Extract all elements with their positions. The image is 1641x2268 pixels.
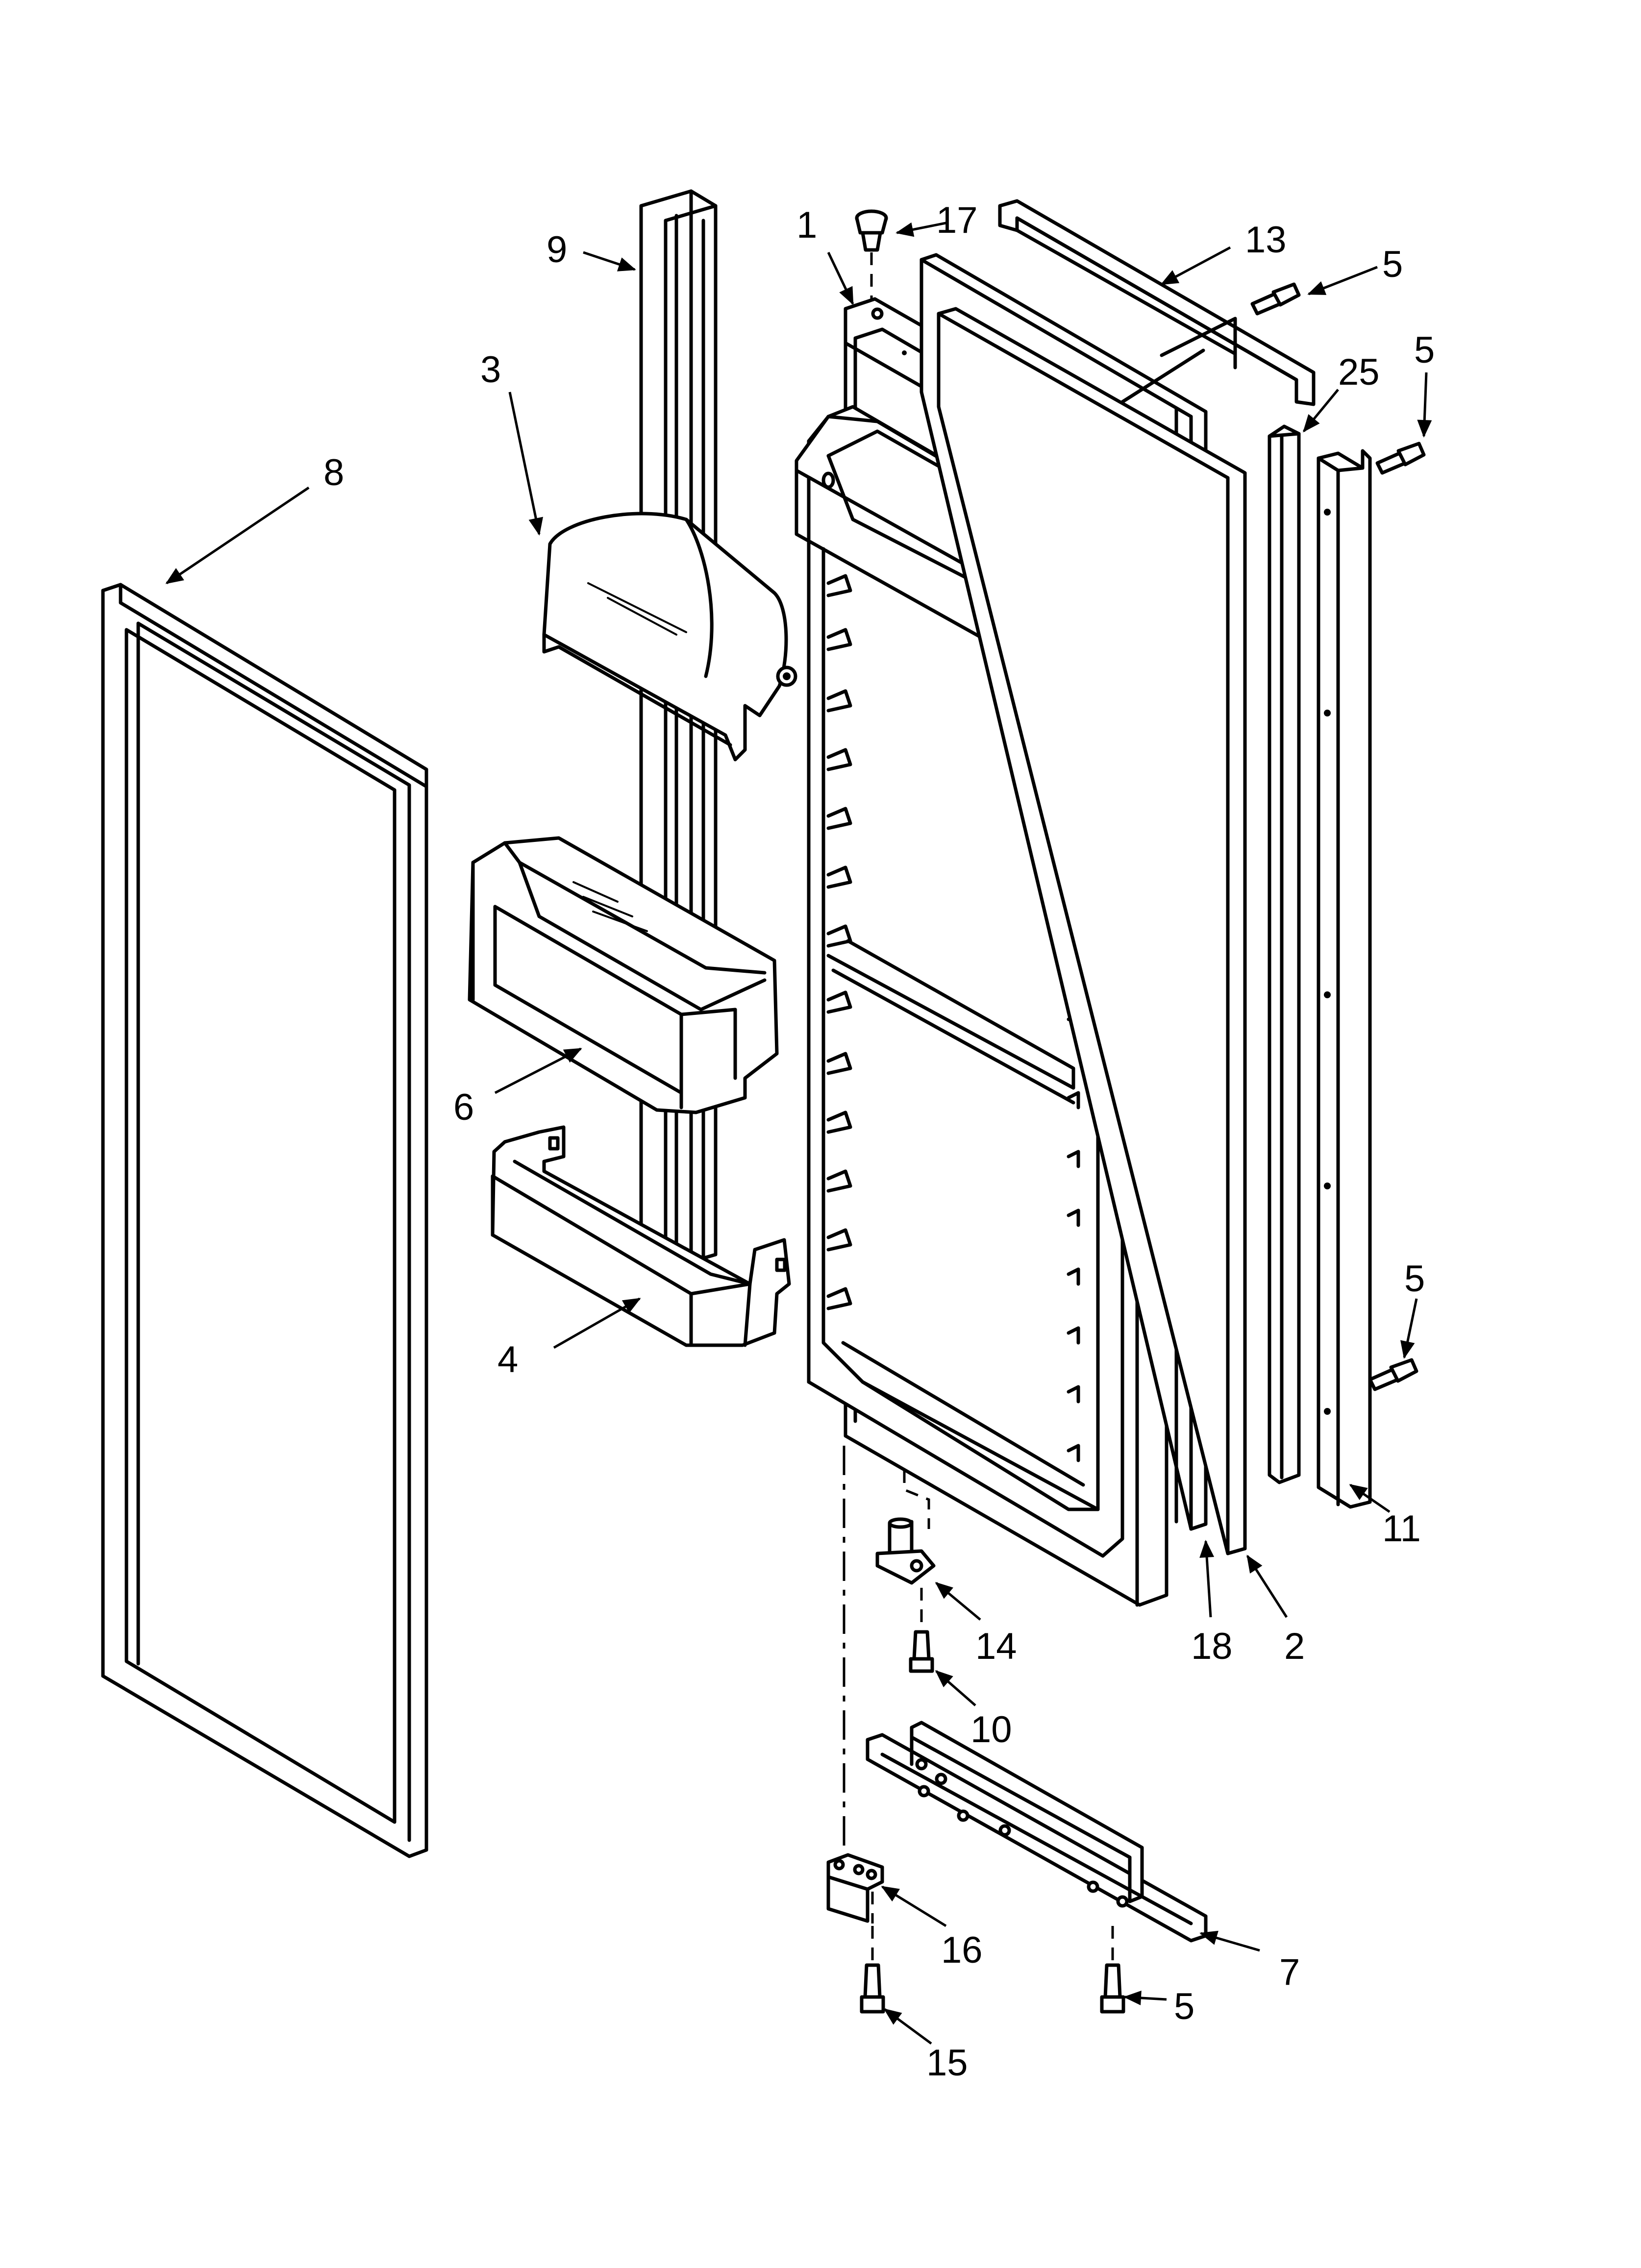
callout-1: 1	[796, 204, 817, 246]
top-channel	[998, 199, 1316, 406]
screw-top-2	[1375, 442, 1426, 475]
callout-11: 11	[1382, 1508, 1421, 1550]
screw-middle	[1368, 1358, 1418, 1391]
callout-3: 3	[480, 349, 501, 391]
callout-16: 16	[941, 1929, 983, 1971]
callout-17: 17	[936, 199, 978, 241]
upper-door-bin-cover	[542, 512, 797, 762]
hinge-channel	[1317, 449, 1372, 1509]
door-panel-2	[937, 307, 1247, 1555]
callout-2: 2	[1284, 1626, 1305, 1667]
callout-9: 9	[547, 229, 567, 271]
callout-4: 4	[497, 1339, 518, 1381]
callout-18: 18	[1191, 1626, 1233, 1667]
callout-8: 8	[323, 452, 344, 493]
callout-5-bottom: 5	[1174, 1986, 1194, 2027]
screw-15	[860, 1926, 885, 2014]
screw-bottom	[1100, 1926, 1125, 2014]
callout-13: 13	[1245, 219, 1287, 261]
hinge-pin	[875, 1470, 936, 1585]
seal-strip	[1268, 424, 1301, 1484]
screw-top-1	[1250, 282, 1301, 316]
callout-labels: 8 9 3 1 17 13 5 5 25 5 6 4 11 14 18 2 10…	[323, 199, 1435, 2084]
door-bin	[468, 836, 779, 1114]
callout-5-upper: 5	[1414, 329, 1435, 371]
plug	[855, 209, 888, 299]
liner-tabs-left	[826, 574, 852, 1310]
leader-lines	[165, 222, 1432, 2045]
callout-14: 14	[975, 1626, 1017, 1667]
door-gasket	[101, 583, 428, 1858]
callout-10: 10	[970, 1709, 1012, 1750]
hinge-plate	[826, 1853, 884, 1923]
callout-6: 6	[453, 1086, 474, 1128]
lower-bin-rail	[491, 1125, 791, 1347]
screw-10	[909, 1588, 934, 1673]
callout-5-top-right: 5	[1382, 244, 1403, 285]
callout-25: 25	[1338, 351, 1380, 393]
callout-7: 7	[1279, 1951, 1300, 1993]
callout-5-middle: 5	[1404, 1258, 1425, 1300]
callout-15: 15	[926, 2042, 968, 2084]
